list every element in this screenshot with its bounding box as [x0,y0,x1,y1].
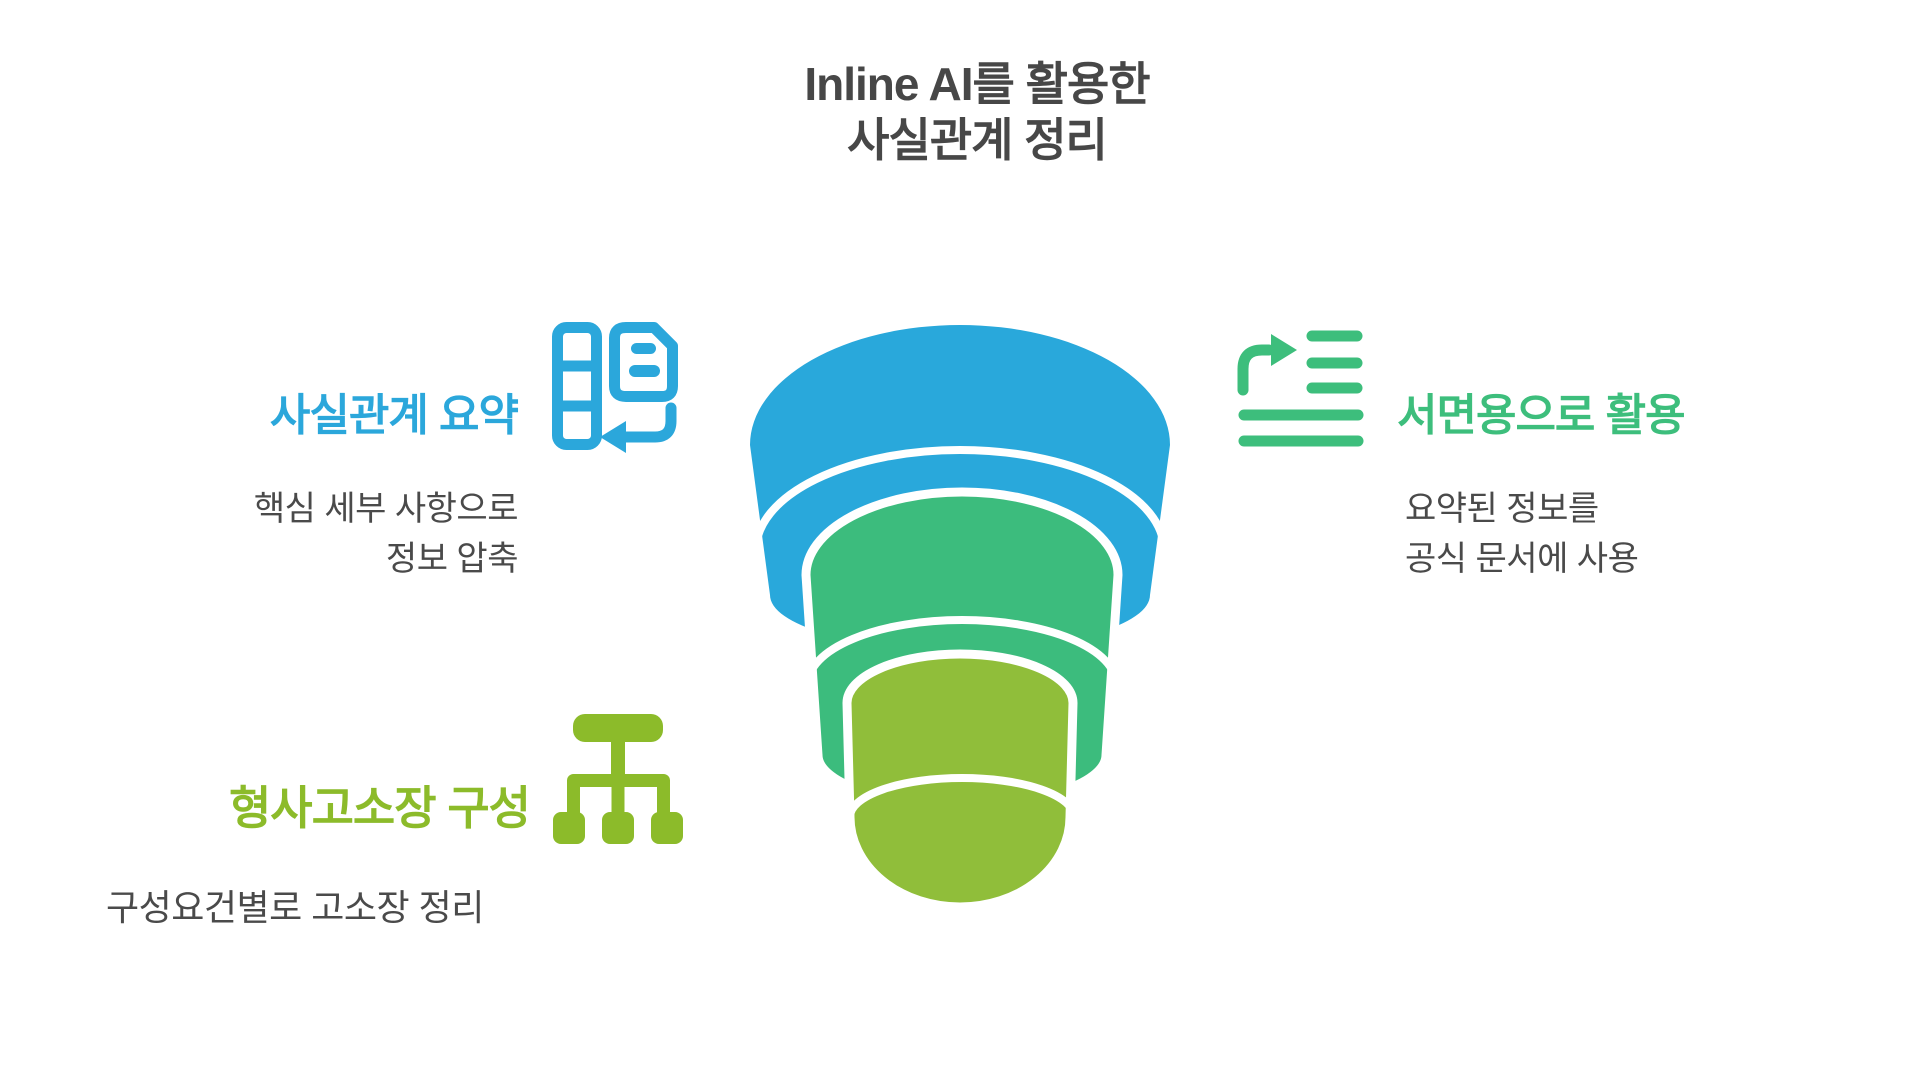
hierarchy-root-node [573,714,663,742]
hierarchy-leaf-center [602,812,634,844]
export-text-icon [1237,330,1364,447]
fact-summary-body: 핵심 세부 사항으로 정보 압축 [60,484,519,584]
funnel-tier-bottom-rim [846,774,1078,818]
hierarchy-drop-left [567,780,580,816]
fact-summary-body-line-2: 정보 압축 [385,540,519,578]
document-outline [609,322,678,402]
criminal-complaint-heading: 형사고소장 구성 [228,782,531,834]
return-arrow-curve [620,402,677,443]
funnel-diagram [750,325,1170,912]
hierarchy-icon [553,714,683,844]
return-arrow-head [600,421,626,453]
column-outline [552,322,602,450]
criminal-complaint-body: 구성요건별로 고소장 정리 [106,887,484,928]
funnel-tier-top-rim [752,446,1168,551]
hierarchy-stem [611,738,625,778]
page-title-line-2: 사실관계 정리 [847,114,1108,166]
written-use-body: 요약된 정보를 공식 문서에 사용 [1405,484,1639,584]
written-use-body-line-1: 요약된 정보를 [1405,490,1599,528]
written-use-heading: 서면용으로 활용 [1397,391,1686,440]
document-summary-icon [552,322,678,453]
hierarchy-drop-center [611,780,625,816]
page-title: Inline AI를 활용한 사실관계 정리 [17,56,1920,168]
document-text-bar-2 [629,365,660,377]
page-title-line-1: Inline AI를 활용한 [804,58,1150,110]
written-use-body-line-2: 공식 문서에 사용 [1405,540,1639,578]
document-text-bar-1 [631,343,656,354]
hierarchy-leaf-left [553,812,585,844]
funnel-tier-middle-rim [804,616,1120,685]
export-arrow-head [1271,334,1297,366]
hierarchy-leaf-right [651,812,683,844]
fact-summary-body-line-1: 핵심 세부 사항으로 [253,490,519,528]
export-arrow-curve [1237,344,1275,396]
hierarchy-drop-right [657,780,670,816]
funnel-tier-bottom [842,649,1078,912]
fact-summary-heading: 사실관계 요약 [269,391,519,440]
